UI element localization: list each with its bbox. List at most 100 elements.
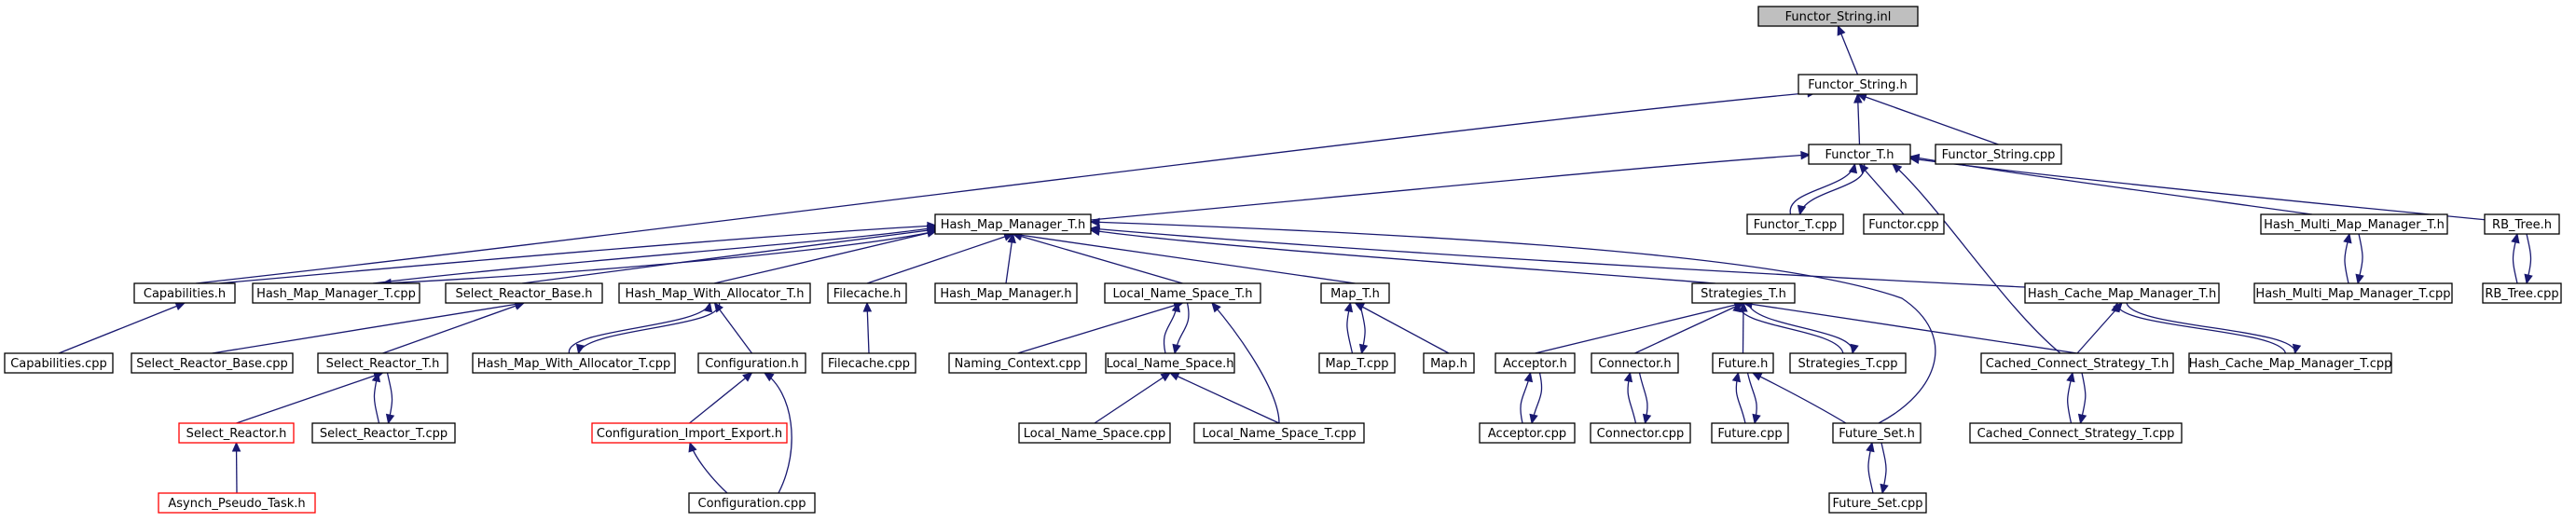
node-label: Functor_String.h [1808, 78, 1907, 92]
edge-hash-cache-map-manager-t-h-to-hash-cache-map-manager-t-cpp [2126, 302, 2302, 355]
edge-hash-map-manager-t-h-to-functor-t-h [1090, 150, 1811, 221]
node-select-reactor-t-h[interactable]: Select_Reactor_T.h [317, 352, 448, 374]
node-hash-map-with-allocator-t-cpp[interactable]: Hash_Map_With_Allocator_T.cpp [472, 352, 676, 374]
edge-configuration-cpp-to-configuration-import-export-h [688, 441, 728, 494]
edge-cached-connect-strategy-t-cpp-to-cached-connect-strategy-t-h [2066, 371, 2075, 424]
node-hash-cache-map-manager-t-h[interactable]: Hash_Cache_Map_Manager_T.h [2024, 282, 2220, 304]
node-future-cpp[interactable]: Future.cpp [1711, 422, 1789, 444]
node-naming-context-cpp[interactable]: Naming_Context.cpp [948, 352, 1087, 374]
edge-capabilities-h-to-hash-map-manager-t-h [218, 221, 938, 284]
node-hash-map-manager-h[interactable]: Hash_Map_Manager.h [934, 282, 1078, 304]
node-label: Future.cpp [1717, 427, 1782, 441]
node-local-name-space-h[interactable]: Local_Name_Space.h [1105, 352, 1235, 374]
node-future-set-cpp[interactable]: Future_Set.cpp [1828, 492, 1927, 514]
edge-local-name-space-t-cpp-to-local-name-space-t-h [1211, 302, 1280, 424]
node-strategies-t-cpp[interactable]: Strategies_T.cpp [1789, 352, 1907, 374]
node-capabilities-cpp[interactable]: Capabilities.cpp [4, 352, 114, 374]
node-label: Hash_Multi_Map_Manager_T.cpp [2255, 287, 2450, 301]
edge-local-name-space-t-h-to-local-name-space-h [1172, 302, 1190, 355]
edge-hash-map-manager-t-cpp-to-hash-map-manager-t-h [372, 224, 938, 284]
edge-hash-map-with-allocator-t-h-to-hash-map-with-allocator-t-cpp [575, 302, 721, 355]
node-label: Hash_Cache_Map_Manager_T.h [2028, 287, 2216, 301]
edge-filecache-h-to-hash-map-manager-t-h [866, 232, 1014, 284]
node-hash-map-with-allocator-t-h[interactable]: Hash_Map_With_Allocator_T.h [618, 282, 811, 304]
node-functor-string-inl[interactable]: Functor_String.inl [1757, 6, 1919, 27]
node-local-name-space-t-h[interactable]: Local_Name_Space_T.h [1104, 282, 1261, 304]
node-map-t-cpp[interactable]: Map_T.cpp [1318, 352, 1396, 374]
node-label: Select_Reactor_Base.h [455, 287, 592, 301]
node-label: Local_Name_Space_T.h [1113, 287, 1253, 301]
node-functor-t-h[interactable]: Functor_T.h [1808, 144, 1911, 165]
edge-functor-t-cpp-to-functor-t-h [1789, 162, 1858, 215]
node-map-h[interactable]: Map.h [1423, 352, 1475, 374]
node-label: Hash_Map_Manager_T.h [941, 218, 1085, 232]
node-connector-h[interactable]: Connector.h [1591, 352, 1679, 374]
edge-configuration-h-to-hash-map-with-allocator-t-h [713, 302, 753, 354]
node-asynch-pseudo-task-h[interactable]: Asynch_Pseudo_Task.h [158, 492, 316, 514]
node-connector-cpp[interactable]: Connector.cpp [1590, 422, 1691, 444]
edge-select-reactor-t-cpp-to-select-reactor-t-h [371, 371, 381, 424]
edge-functor-string-cpp-to-functor-string-h [1856, 92, 1999, 145]
node-select-reactor-h[interactable]: Select_Reactor.h [178, 422, 295, 444]
node-cached-connect-strategy-t-cpp[interactable]: Cached_Connect_Strategy_T.cpp [1969, 422, 2183, 444]
edge-filecache-cpp-to-filecache-h [862, 301, 873, 354]
node-hash-cache-map-manager-t-cpp[interactable]: Hash_Cache_Map_Manager_T.cpp [2188, 352, 2392, 374]
node-filecache-h[interactable]: Filecache.h [827, 282, 907, 304]
node-hash-multi-map-manager-t-cpp[interactable]: Hash_Multi_Map_Manager_T.cpp [2253, 282, 2453, 304]
node-label: Functor_T.cpp [1754, 218, 1837, 232]
node-label: Map_T.cpp [1325, 357, 1388, 371]
node-label: Hash_Cache_Map_Manager_T.cpp [2189, 357, 2392, 371]
node-label: Configuration.h [705, 357, 799, 371]
node-hash-map-manager-t-h[interactable]: Hash_Map_Manager_T.h [934, 213, 1092, 235]
edge-functor-string-h-to-functor-string-inl [1837, 24, 1859, 76]
node-configuration-import-export-h[interactable]: Configuration_Import_Export.h [591, 422, 788, 444]
node-strategies-t-h[interactable]: Strategies_T.h [1691, 282, 1796, 304]
node-label: Acceptor.h [1503, 357, 1567, 371]
node-select-reactor-base-cpp[interactable]: Select_Reactor_Base.cpp [131, 352, 294, 374]
node-label: Local_Name_Space_T.cpp [1202, 427, 1356, 441]
node-capabilities-h[interactable]: Capabilities.h [133, 282, 236, 304]
edge-cached-connect-strategy-t-h-to-functor-t-h [1892, 163, 2061, 354]
node-label: Configuration.cpp [698, 497, 806, 511]
node-rb-tree-cpp[interactable]: RB_Tree.cpp [2482, 282, 2562, 304]
node-local-name-space-cpp[interactable]: Local_Name_Space.cpp [1018, 422, 1171, 444]
node-functor-t-cpp[interactable]: Functor_T.cpp [1746, 213, 1844, 235]
node-label: Functor_String.cpp [1942, 148, 2056, 162]
node-hash-map-manager-t-cpp[interactable]: Hash_Map_Manager_T.cpp [252, 282, 420, 304]
node-select-reactor-base-h[interactable]: Select_Reactor_Base.h [445, 282, 603, 304]
edge-future-set-h-to-future-h [1751, 372, 1847, 424]
node-functor-string-cpp[interactable]: Functor_String.cpp [1935, 144, 2062, 165]
node-acceptor-cpp[interactable]: Acceptor.cpp [1479, 422, 1576, 444]
edge-capabilities-h-to-functor-string-h [195, 89, 1818, 284]
node-functor-string-h[interactable]: Functor_String.h [1798, 74, 1918, 95]
node-map-t-h[interactable]: Map_T.h [1320, 282, 1390, 304]
edge-hash-cache-map-manager-t-h-to-hash-map-manager-t-h [1089, 225, 2026, 288]
node-select-reactor-t-cpp[interactable]: Select_Reactor_T.cpp [311, 422, 456, 444]
node-functor-cpp[interactable]: Functor.cpp [1863, 213, 1945, 235]
node-cached-connect-strategy-t-h[interactable]: Cached_Connect_Strategy_T.h [1980, 352, 2174, 374]
node-filecache-cpp[interactable]: Filecache.cpp [821, 352, 916, 374]
node-future-h[interactable]: Future.h [1712, 352, 1774, 374]
edge-acceptor-h-to-strategies-t-h [1535, 300, 1745, 354]
node-future-set-h[interactable]: Future_Set.h [1832, 422, 1922, 444]
edge-cached-connect-strategy-t-h-to-strategies-t-h [1742, 299, 2078, 354]
edge-local-name-space-cpp-to-local-name-space-h [1094, 372, 1172, 424]
edge-local-name-space-t-cpp-to-local-name-space-h [1168, 372, 1280, 424]
node-label: Capabilities.h [144, 287, 226, 301]
node-rb-tree-h[interactable]: RB_Tree.h [2484, 213, 2560, 235]
edge-local-name-space-h-to-local-name-space-t-h [1163, 301, 1181, 354]
edge-select-reactor-h-to-select-reactor-t-h [236, 371, 384, 424]
edge-capabilities-cpp-to-capabilities-h [58, 302, 186, 354]
edge-functor-t-h-to-functor-string-h [1853, 92, 1863, 145]
node-acceptor-h[interactable]: Acceptor.h [1495, 352, 1576, 374]
edge-hash-multi-map-manager-t-cpp-to-hash-multi-map-manager-t-h [2343, 232, 2352, 284]
node-local-name-space-t-cpp[interactable]: Local_Name_Space_T.cpp [1193, 422, 1365, 444]
node-label: Select_Reactor_T.h [326, 357, 440, 371]
node-configuration-cpp[interactable]: Configuration.cpp [688, 492, 816, 514]
edge-map-h-to-map-t-h [1354, 302, 1450, 354]
node-label: Select_Reactor.h [186, 427, 287, 441]
edge-future-h-to-future-cpp [1746, 372, 1761, 425]
node-hash-multi-map-manager-t-h[interactable]: Hash_Multi_Map_Manager_T.h [2260, 213, 2448, 235]
edge-map-t-cpp-to-map-t-h [1343, 301, 1354, 354]
node-configuration-h[interactable]: Configuration.h [697, 352, 806, 374]
